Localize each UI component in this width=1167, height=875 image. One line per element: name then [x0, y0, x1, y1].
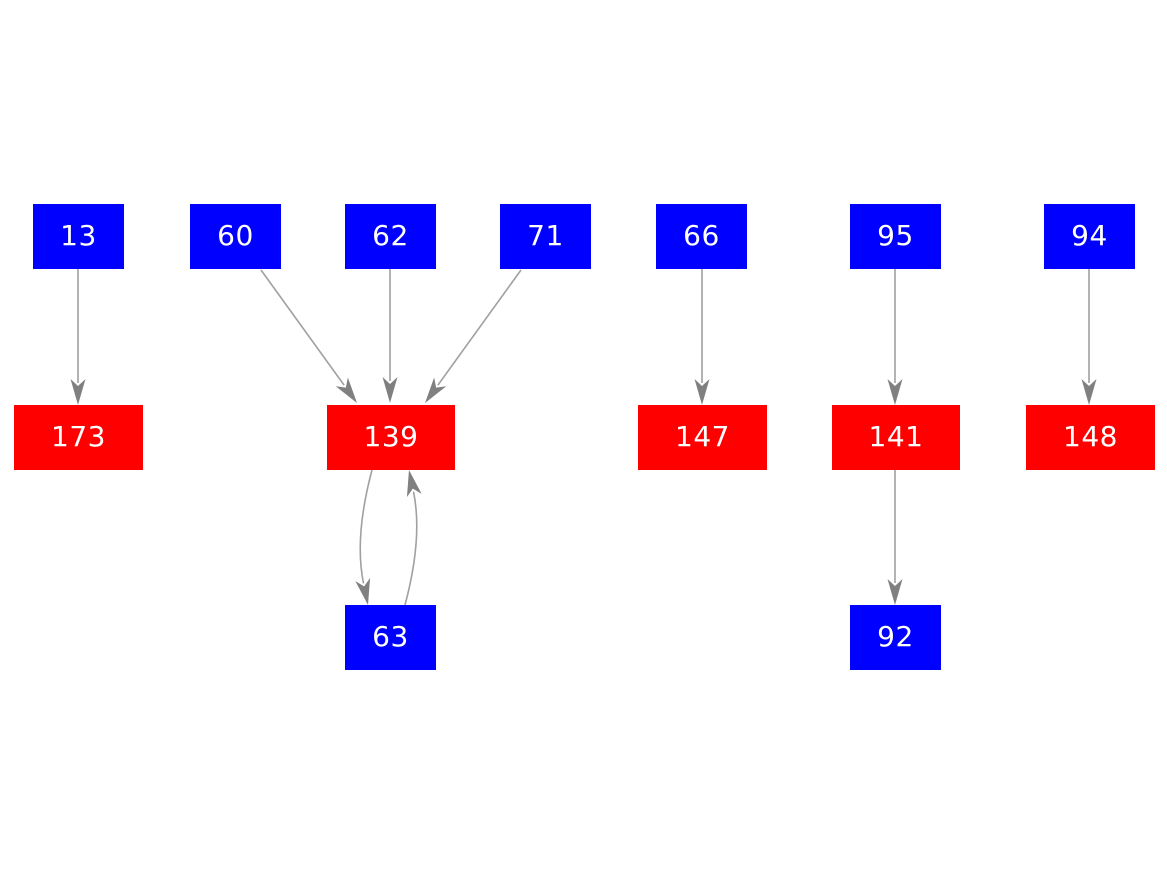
arrowhead-icon	[382, 377, 398, 403]
node-label: 148	[1063, 419, 1118, 453]
arrowhead-icon	[70, 379, 86, 405]
edge-95-to-141[interactable]	[887, 269, 903, 405]
node-147[interactable]: 147	[638, 405, 767, 470]
arrowhead-icon	[694, 379, 710, 405]
node-label: 13	[60, 218, 97, 252]
edge-line	[359, 469, 373, 584]
arrowhead-icon	[335, 377, 357, 403]
node-139[interactable]: 139	[327, 405, 455, 470]
node-60[interactable]: 60	[190, 204, 281, 269]
arrowhead-icon	[406, 470, 422, 497]
node-label: 62	[372, 218, 409, 252]
arrowhead-icon	[887, 379, 903, 405]
edge-71-to-139[interactable]	[425, 269, 522, 403]
edge-13-to-173[interactable]	[70, 269, 86, 405]
node-label: 95	[877, 218, 914, 252]
edge-line	[404, 491, 418, 606]
arrowhead-icon	[425, 377, 447, 403]
node-label: 63	[372, 619, 409, 653]
node-label: 139	[363, 419, 419, 453]
edge-63-to-139[interactable]	[404, 470, 422, 606]
node-173[interactable]: 173	[14, 405, 143, 470]
edge-139-to-63[interactable]	[355, 469, 373, 605]
edge-60-to-139[interactable]	[260, 269, 357, 403]
node-63[interactable]: 63	[345, 605, 436, 670]
edge-141-to-92[interactable]	[887, 470, 903, 605]
node-92[interactable]: 92	[850, 605, 941, 670]
node-141[interactable]: 141	[832, 405, 960, 470]
node-71[interactable]: 71	[500, 204, 591, 269]
node-148[interactable]: 148	[1026, 405, 1155, 470]
node-label: 147	[675, 419, 730, 453]
node-13[interactable]: 13	[33, 204, 124, 269]
arrowhead-icon	[1081, 379, 1097, 405]
edge-62-to-139[interactable]	[382, 269, 398, 403]
node-label: 66	[683, 218, 720, 252]
node-label: 71	[527, 218, 564, 252]
arrowhead-icon	[887, 579, 903, 605]
node-label: 60	[217, 218, 254, 252]
node-label: 92	[877, 619, 914, 653]
node-62[interactable]: 62	[345, 204, 436, 269]
edge-94-to-148[interactable]	[1081, 269, 1097, 405]
node-66[interactable]: 66	[656, 204, 747, 269]
node-label: 173	[51, 419, 106, 453]
node-label: 94	[1071, 218, 1108, 252]
node-95[interactable]: 95	[850, 204, 941, 269]
edge-66-to-147[interactable]	[694, 269, 710, 405]
node-label: 141	[868, 419, 924, 453]
edge-line	[437, 269, 522, 386]
arrowhead-icon	[355, 578, 371, 605]
edge-line	[260, 269, 345, 386]
node-94[interactable]: 94	[1044, 204, 1135, 269]
